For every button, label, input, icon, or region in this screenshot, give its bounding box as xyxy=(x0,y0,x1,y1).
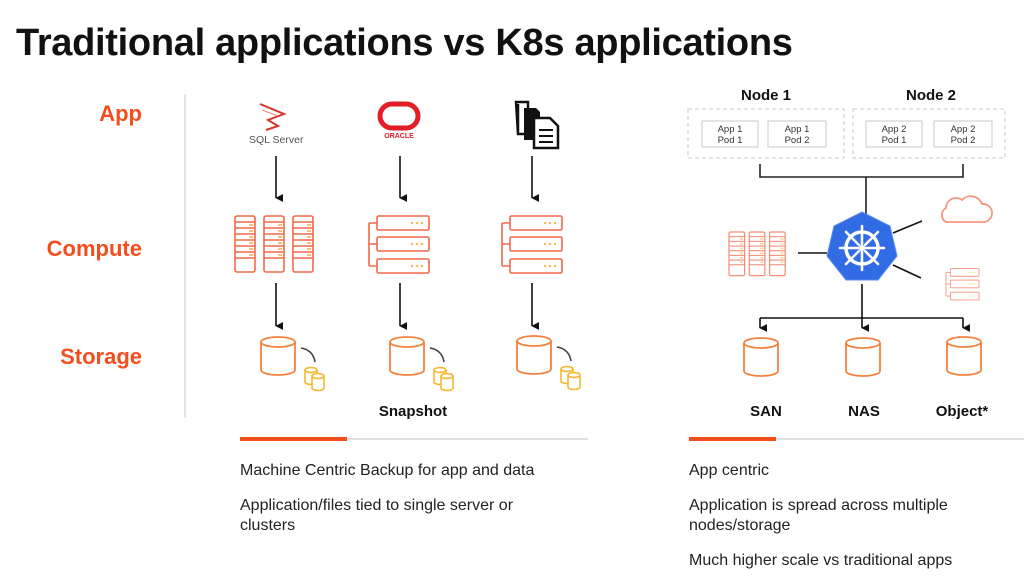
snapshot-icon xyxy=(560,365,581,391)
snapshot-connector xyxy=(556,346,572,362)
database-icon xyxy=(516,335,552,375)
node-1-title: Node 1 xyxy=(741,87,791,104)
nas-storage-icon xyxy=(845,337,881,377)
sql-server-logo-icon: SQL Server xyxy=(249,103,304,146)
rack-servers-icon xyxy=(728,231,786,277)
san-storage-icon xyxy=(743,337,779,377)
node-2-title: Node 2 xyxy=(906,87,956,104)
server-stack-icon xyxy=(501,215,563,274)
page-title: Traditional applications vs K8s applicat… xyxy=(16,22,793,64)
svg-text:Pod 2: Pod 2 xyxy=(951,135,976,146)
cloud-icon xyxy=(940,195,993,223)
pod-box: App 1 Pod 2 xyxy=(767,120,827,148)
svg-text:App 2: App 2 xyxy=(882,124,907,135)
storage-connector xyxy=(760,284,963,319)
row-label-storage: Storage xyxy=(60,344,142,369)
files-icon xyxy=(514,100,560,150)
svg-text:App 1: App 1 xyxy=(785,124,810,135)
row-label-compute: Compute xyxy=(46,236,142,261)
database-icon xyxy=(389,336,425,376)
rack-servers-icon xyxy=(234,215,314,273)
vertical-divider xyxy=(184,94,186,418)
connector-line xyxy=(892,264,922,279)
k8s-description-3: Much higher scale vs traditional apps xyxy=(689,552,953,569)
pod-box: App 1 Pod 1 xyxy=(701,120,759,148)
nas-label: NAS xyxy=(848,403,880,420)
row-label-app: App xyxy=(99,101,142,126)
svg-text:Pod 1: Pod 1 xyxy=(882,135,907,146)
server-stack-icon xyxy=(945,268,980,301)
k8s-separator-accent xyxy=(689,437,776,441)
svg-text:App 1: App 1 xyxy=(718,124,743,135)
svg-text:Pod 1: Pod 1 xyxy=(718,135,743,146)
k8s-separator-track xyxy=(689,438,1024,440)
traditional-description-2: Application/files tied to single server … xyxy=(240,497,514,534)
traditional-separator-accent xyxy=(240,437,347,441)
node-1-box xyxy=(687,108,845,159)
oracle-logo-text: ORACLE xyxy=(384,133,414,140)
server-stack-icon xyxy=(368,215,430,274)
connector-line xyxy=(892,220,923,234)
snapshot-connector xyxy=(300,347,316,363)
node-2-box xyxy=(852,108,1006,159)
storage-with-snapshot xyxy=(516,335,581,391)
svg-text:App 2: App 2 xyxy=(951,124,976,135)
san-label: SAN xyxy=(750,403,782,420)
traditional-separator-track xyxy=(240,438,588,440)
snapshot-icon xyxy=(433,366,454,392)
object-label: Object* xyxy=(936,403,989,420)
k8s-description-2: Application is spread across multiple no… xyxy=(689,497,948,534)
traditional-description-1: Machine Centric Backup for app and data xyxy=(240,462,535,479)
object-storage-icon xyxy=(946,336,982,376)
node-connector xyxy=(759,164,964,214)
storage-with-snapshot xyxy=(389,336,454,392)
oracle-logo-icon: ORACLE xyxy=(377,101,421,140)
kubernetes-logo-icon xyxy=(826,211,898,281)
k8s-description-1: App centric xyxy=(689,462,770,479)
database-icon xyxy=(260,336,296,376)
sql-server-logo-text: SQL Server xyxy=(249,134,304,146)
pod-box: App 2 Pod 2 xyxy=(933,120,993,148)
snapshot-icon xyxy=(304,366,325,392)
snapshot-connector xyxy=(429,347,445,363)
pod-box: App 2 Pod 1 xyxy=(865,120,923,148)
snapshot-label: Snapshot xyxy=(379,403,447,420)
svg-text:Pod 2: Pod 2 xyxy=(785,135,810,146)
storage-with-snapshot xyxy=(260,336,325,392)
